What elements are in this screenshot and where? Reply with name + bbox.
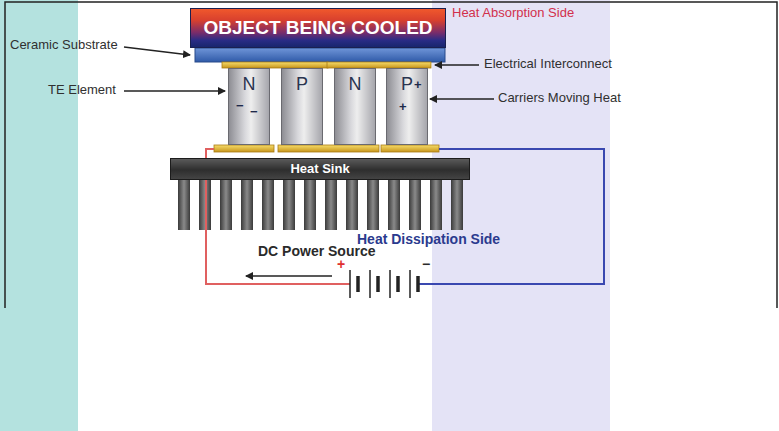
polarity-sign: −	[422, 256, 430, 272]
carrier-sign: −	[236, 99, 244, 114]
node-text: N	[335, 69, 375, 94]
polarity-sign: +	[337, 256, 345, 272]
interconnect	[381, 145, 439, 152]
part-label: TE Element	[48, 83, 116, 98]
side-label: Heat Absorption Side	[452, 6, 574, 21]
heat-sink-bar: Heat Sink	[170, 158, 470, 180]
side-label: Heat Dissipation Side	[357, 231, 500, 247]
leader-arrow	[124, 47, 190, 55]
background-band	[0, 0, 78, 431]
node-text: Heat Sink	[171, 159, 469, 179]
heat-sink-fins	[178, 180, 463, 230]
leader-arrow	[435, 64, 479, 66]
te-element: P	[281, 68, 323, 145]
part-label: Ceramic Substrate	[10, 38, 118, 53]
node-text: OBJECT BEING COOLED	[191, 9, 445, 47]
current-arrow	[246, 275, 332, 277]
frame-border	[5, 2, 777, 308]
carrier-sign: +	[414, 78, 422, 93]
node-text: N	[229, 69, 269, 94]
part-label: DC Power Source	[258, 243, 375, 259]
carrier-sign: −	[250, 105, 258, 120]
node-text: P	[282, 69, 322, 94]
interconnect	[214, 145, 274, 152]
leader-arrow	[124, 90, 225, 92]
part-label: Electrical Interconnect	[484, 57, 612, 72]
cooled-object-block: OBJECT BEING COOLED	[190, 8, 446, 48]
battery-symbol	[350, 270, 418, 298]
te-element: N	[228, 68, 270, 145]
interconnect	[278, 145, 379, 152]
leader-arrow	[430, 98, 494, 100]
te-element: N	[334, 68, 376, 145]
carrier-sign: +	[399, 100, 407, 115]
part-label: Carriers Moving Heat	[498, 91, 621, 106]
ceramic-substrate	[195, 48, 445, 62]
te-element: P	[386, 68, 428, 145]
